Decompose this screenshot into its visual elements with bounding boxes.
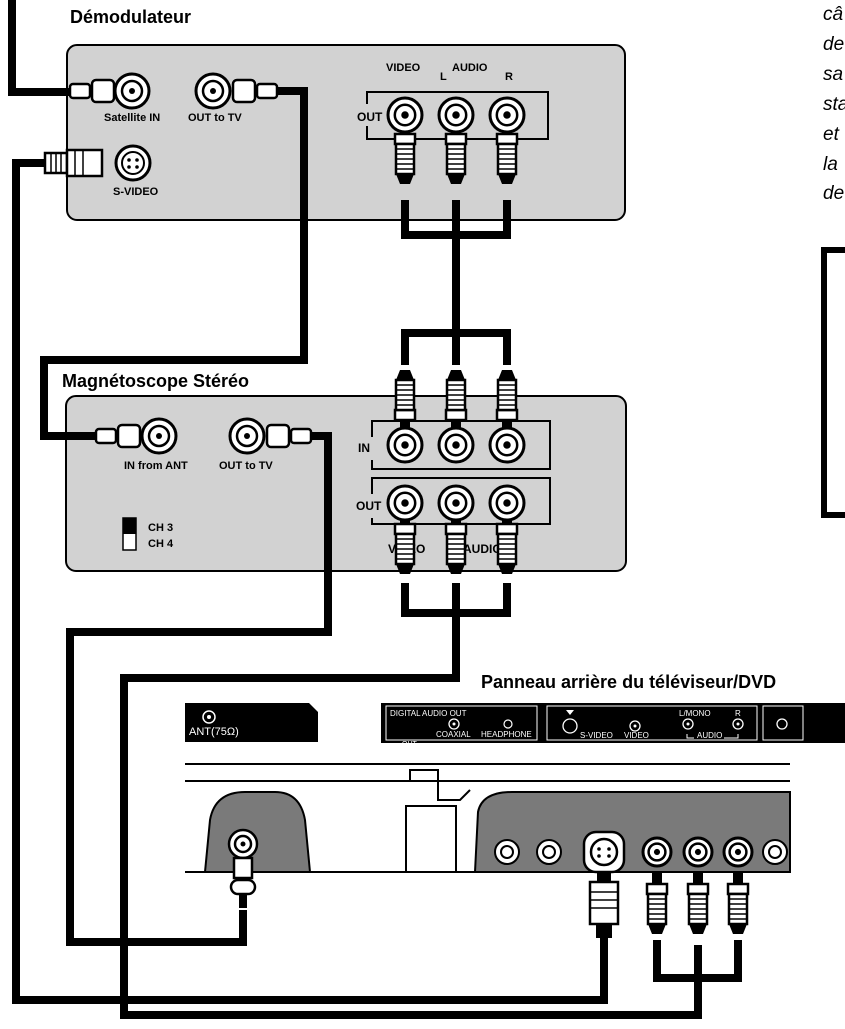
cable-demod-av-to-vcr-in <box>401 235 511 365</box>
vcr-out-label: OUT <box>356 499 382 513</box>
vcr-in-rca-plug <box>444 370 468 432</box>
vcr-out-bracket <box>371 477 551 525</box>
tv-svideo-jack <box>582 830 626 938</box>
side-text-line: et <box>823 124 840 145</box>
tv-out-label: OUT <box>402 741 418 748</box>
vcr-out-rca-jack <box>488 484 526 522</box>
demod-out-to-tv-jack: OUT to TV <box>188 72 279 124</box>
vcr-in-rca-jack <box>386 426 424 464</box>
demod-rca-plug <box>495 122 519 184</box>
digital-audio-out-label: DIGITAL AUDIO OUT <box>390 709 467 718</box>
tv-rca-plug <box>726 872 750 934</box>
headphone-label: HEADPHONE <box>481 730 532 739</box>
satellite-in-jack: Satellite IN <box>68 72 160 124</box>
tv-rca-plug <box>645 872 669 934</box>
vcr-in-rca-jack <box>488 426 526 464</box>
tv-stand <box>409 769 471 801</box>
vcr-in-rca-plug <box>495 370 519 432</box>
rca-connectors <box>386 96 754 934</box>
vcr-out-to-tv-label: OUT to TV <box>219 460 273 472</box>
demod-out-label: OUT <box>357 110 383 124</box>
cable-vcr-av-out-bridge <box>401 583 511 617</box>
tv-audio-label: AUDIO <box>697 731 722 740</box>
demod-rca-jack <box>488 96 526 134</box>
side-text-line: câ <box>823 4 843 25</box>
vcr-in-rca-plug <box>393 370 417 432</box>
note-box-frame <box>821 247 845 518</box>
demod-audio-label: AUDIO <box>452 62 488 74</box>
vcr-in-from-ant-label: IN from ANT <box>124 460 188 472</box>
vcr-panel: Magnétoscope Stéréo IN from ANT OUT to T… <box>62 371 627 572</box>
line1-label: LINE 1 <box>557 743 579 750</box>
cable-svideo-to-tv <box>12 159 608 1004</box>
ch4-label: CH 4 <box>148 538 174 550</box>
vcr-in-rca-jack <box>437 426 475 464</box>
side-text-line: sa <box>823 64 843 85</box>
channel-switch: CH 3 CH 4 <box>122 517 174 551</box>
tv-recess-jacks <box>494 839 788 865</box>
demod-out-to-tv-label: OUT to TV <box>188 112 242 124</box>
cable-demod-out-to-vcr-in <box>40 87 308 440</box>
satellite-in-label: Satellite IN <box>104 112 160 124</box>
demod-svideo-label: S-VIDEO <box>113 186 159 198</box>
demod-rca-jack <box>437 96 475 134</box>
demod-out-bracket <box>366 91 549 140</box>
vcr-title: Magnétoscope Stéréo <box>62 371 249 391</box>
side-text: câ de sa sta et la de <box>823 4 845 204</box>
tv-svideo-label: S-VIDEO <box>580 731 613 740</box>
tv-terminal-strip: ANT(75Ω) DIGITAL AUDIO OUT COAXIAL OUT H… <box>185 703 845 750</box>
demod-rca-jack <box>386 96 424 134</box>
ch3-label: CH 3 <box>148 522 173 534</box>
vcr-out-rca-jack <box>437 484 475 522</box>
tv-rca-jack <box>682 836 714 868</box>
tv-ant-label: ANT(75Ω) <box>189 726 239 738</box>
demod-l-label: L <box>440 71 447 83</box>
cable-vcr-rf-to-tv-ant <box>66 432 332 946</box>
tv-r-label: R <box>735 709 741 718</box>
demod-rca-plug <box>393 122 417 184</box>
tv-ant-recess <box>203 791 312 873</box>
side-text-line: sta <box>823 94 845 115</box>
side-text-line: de <box>823 34 844 55</box>
tv-ant-jack <box>227 828 259 908</box>
demod-video-label: VIDEO <box>386 62 421 74</box>
demodulator-title: Démodulateur <box>70 7 191 27</box>
vcr-in-bracket <box>371 420 551 470</box>
cable-tv-av-bridge <box>653 940 742 982</box>
vcr-audio-label: AUDIO <box>463 542 502 556</box>
vcr-out-to-tv-jack: OUT to TV <box>219 417 313 472</box>
demodulator-panel: Démodulateur Satellite IN OUT to TV <box>43 7 626 221</box>
vcr-out-rca-jack <box>386 484 424 522</box>
tv-rca-plug <box>686 872 710 934</box>
cable-vcr-av-to-tv <box>120 613 702 1019</box>
side-text-line: la <box>823 154 838 175</box>
cables <box>8 0 742 1019</box>
tv-rca-jack <box>722 836 754 868</box>
vcr-in-label: IN <box>358 441 370 455</box>
vcr-out-rca-plug <box>444 512 468 574</box>
side-text-line: de <box>823 183 844 204</box>
vcr-out-rca-plug <box>393 512 417 574</box>
tv-video-label: VIDEO <box>624 731 649 740</box>
demod-svideo-jack: S-VIDEO <box>43 144 159 198</box>
vcr-box <box>65 395 627 572</box>
tv-rca-jack <box>641 836 673 868</box>
vcr-in-from-ant-jack: IN from ANT <box>94 417 188 472</box>
tv-lmono-label: L/MONO <box>679 709 711 718</box>
demod-r-label: R <box>505 71 513 83</box>
vcr-out-rca-plug <box>495 512 519 574</box>
coaxial-label: COAXIAL <box>436 730 471 739</box>
cable-antenna-to-satellite-in <box>8 0 70 96</box>
tv-panel-title: Panneau arrière du téléviseur/DVD <box>481 672 776 692</box>
